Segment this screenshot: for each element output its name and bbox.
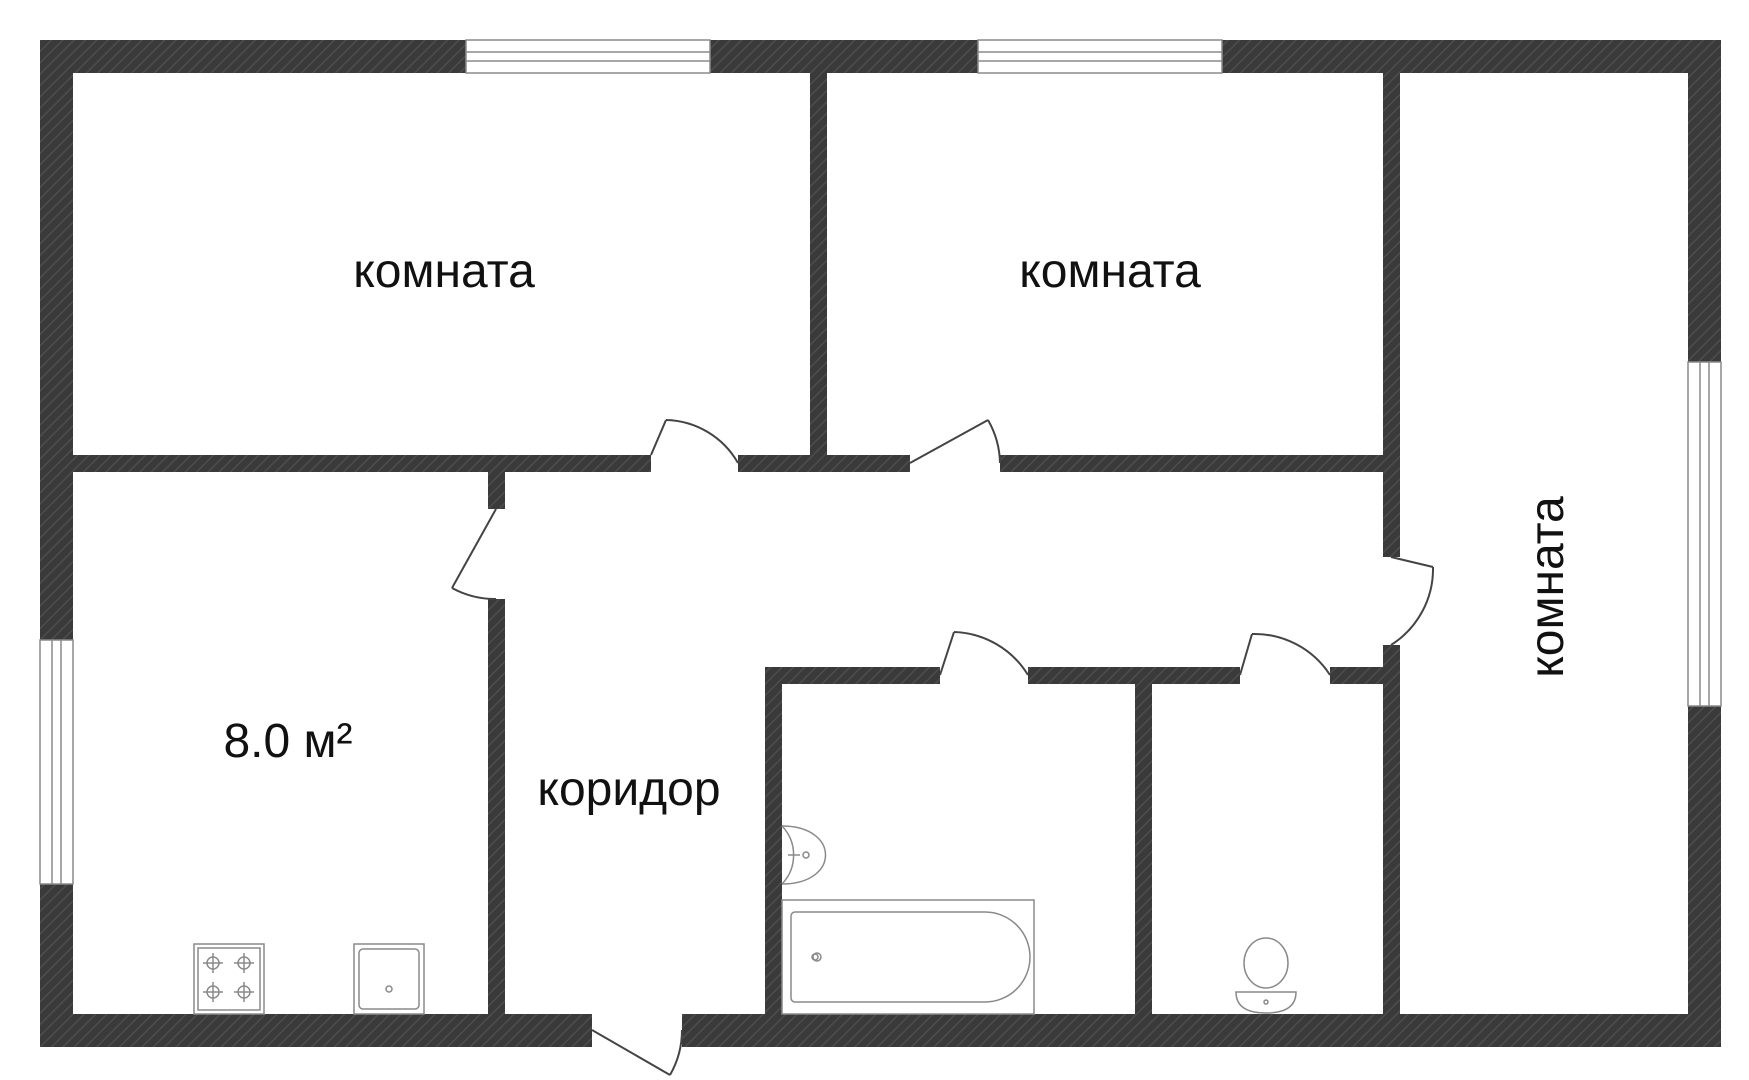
room-label-top-left: комната (353, 245, 535, 298)
wall-bathroom-divider (1135, 684, 1152, 1014)
window-icon (465, 39, 711, 74)
window-icon (39, 639, 74, 885)
stove-icon (193, 943, 265, 1015)
kitchen-area-label: 8.0 м² (223, 715, 353, 768)
window-icon (1687, 361, 1722, 707)
wall-vertical-kitchen-upper (488, 472, 505, 509)
wall-bathroom-top-left (765, 667, 940, 684)
wall-vertical-right-upper (1383, 73, 1400, 557)
wall-vertical-top-divider (810, 73, 827, 472)
outer-walls (40, 40, 1721, 1047)
wall-vertical-right-lower (1383, 645, 1400, 1014)
kitchen-sink-icon (353, 943, 425, 1015)
wall-horizontal-left (73, 455, 651, 472)
room-label-right: комната (1521, 496, 1574, 678)
wall-bathroom-left (765, 667, 782, 1014)
wall-horizontal-mid-2 (1000, 455, 1388, 472)
door-icon (650, 419, 739, 464)
outer-wall-bottom (40, 1014, 1721, 1047)
toilet-icon (1235, 937, 1297, 1014)
wall-bathroom-top-right (1330, 667, 1383, 684)
interior-walls (73, 73, 1400, 1014)
wall-bathroom-top-mid (1028, 667, 1240, 684)
room-label-top-middle: комната (1019, 245, 1201, 298)
door-icon (591, 1029, 684, 1076)
window-icon (977, 39, 1223, 74)
door-icon (1390, 556, 1435, 646)
washbasin-icon (781, 825, 827, 885)
door-icon (909, 419, 1001, 464)
outer-wall-left (40, 40, 73, 1047)
entrance-opening (592, 1014, 682, 1047)
windows (39, 39, 1722, 885)
outer-wall-top (40, 40, 1721, 73)
door-icon (939, 631, 1029, 676)
wall-vertical-kitchen-lower (488, 599, 505, 1014)
doors (451, 419, 1435, 1076)
bathtub-icon (781, 899, 1035, 1015)
door-icon (451, 508, 497, 601)
room-label-corridor: коридор (537, 763, 721, 816)
door-icon (1239, 632, 1331, 676)
